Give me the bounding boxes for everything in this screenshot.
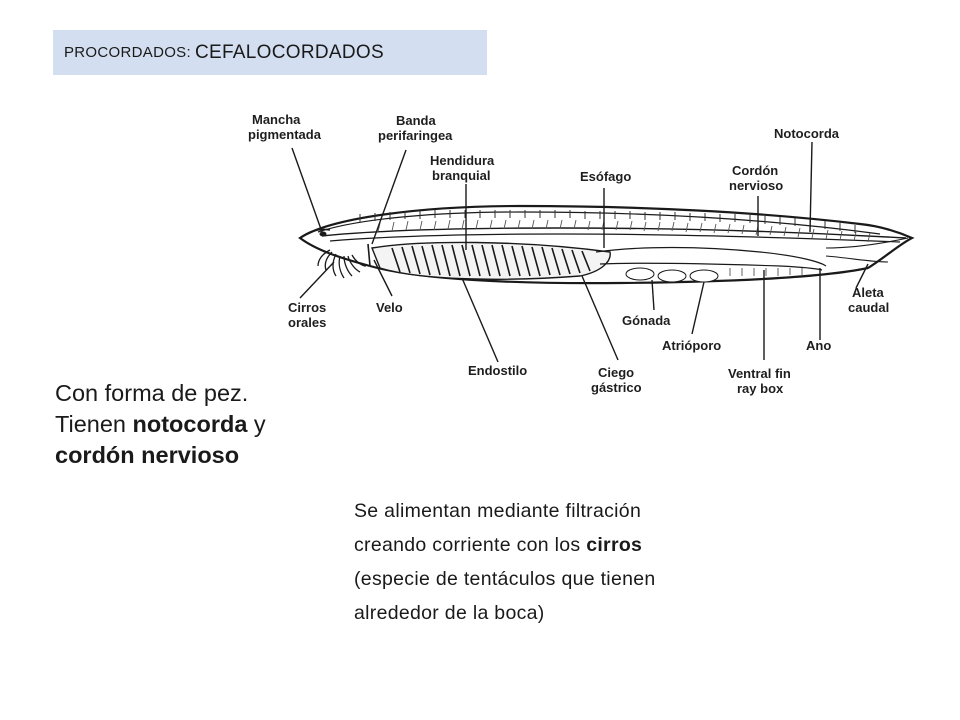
label-endostilo: Endostilo bbox=[468, 363, 527, 378]
right-line-1: Se alimentan mediante filtración bbox=[354, 500, 642, 522]
leader-lines bbox=[291, 141, 869, 363]
label-cordon-1: Cordón bbox=[732, 163, 778, 178]
slide-title-box: PROCORDADOS: CEFALOCORDADOS bbox=[53, 30, 487, 75]
left-line-3: cordón nervioso bbox=[55, 440, 345, 471]
label-banda-1: Banda bbox=[396, 113, 437, 128]
label-gonada: Gónada bbox=[622, 313, 671, 328]
right-line-2: creando corriente con los cirros bbox=[354, 528, 824, 562]
label-hendidura-1: Hendidura bbox=[430, 153, 495, 168]
left-line-2-pre: Tienen bbox=[55, 411, 133, 437]
label-notocorda: Notocorda bbox=[774, 126, 840, 141]
right-line-2-pre: creando corriente con los bbox=[354, 534, 587, 556]
label-cirros-2: orales bbox=[288, 315, 326, 330]
label-mancha-2: pigmentada bbox=[248, 127, 322, 142]
body-shape-description: Con forma de pez. Tienen notocorda y cor… bbox=[55, 378, 345, 471]
label-mancha-1: Mancha bbox=[252, 112, 301, 127]
right-line-3: (especie de tentáculos que tienen bbox=[354, 568, 656, 590]
left-line-2: Tienen notocorda y bbox=[55, 409, 345, 440]
label-ventral-2: ray box bbox=[737, 381, 784, 396]
left-line-2-bold: notocorda bbox=[132, 411, 248, 437]
label-cirros-1: Cirros bbox=[288, 300, 326, 315]
label-cordon-2: nervioso bbox=[729, 178, 783, 193]
label-ventral-1: Ventral fin bbox=[728, 366, 791, 381]
label-aleta-1: Aleta bbox=[852, 285, 885, 300]
label-aleta-2: caudal bbox=[848, 300, 889, 315]
label-hendidura-2: branquial bbox=[432, 168, 491, 183]
label-ciego-1: Ciego bbox=[598, 365, 634, 380]
label-ano: Ano bbox=[806, 338, 831, 353]
feeding-description: Se alimentan mediante filtración creando… bbox=[354, 494, 824, 630]
title-prefix: PROCORDADOS: bbox=[64, 44, 191, 61]
label-atrioporo: Atrióporo bbox=[662, 338, 721, 353]
left-line-3-bold: cordón nervioso bbox=[55, 442, 240, 468]
label-esofago: Esófago bbox=[580, 169, 631, 184]
label-banda-2: perifaringea bbox=[378, 128, 453, 143]
label-ciego-2: gástrico bbox=[591, 380, 642, 395]
right-line-2-bold: cirros bbox=[586, 534, 643, 556]
label-velo: Velo bbox=[376, 300, 403, 315]
slide-title: CEFALOCORDADOS bbox=[194, 41, 384, 63]
right-line-4: alrededor de la boca) bbox=[354, 602, 545, 624]
left-line-2-post: y bbox=[247, 411, 266, 437]
left-line-1: Con forma de pez. bbox=[55, 380, 249, 406]
